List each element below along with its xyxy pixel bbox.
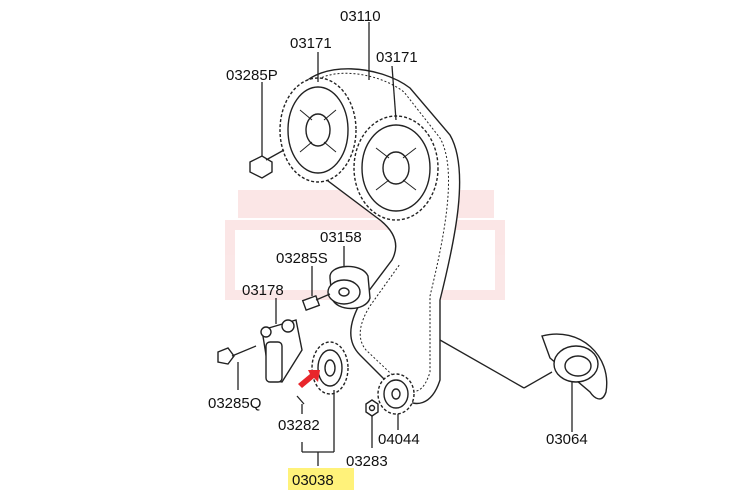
label-cover-plate: 03064: [546, 431, 588, 448]
tensioner-assembly: [260, 319, 303, 383]
leader-lines: [237, 22, 573, 466]
nut-icon: [365, 399, 379, 417]
red-arrow-icon: [298, 370, 320, 388]
cover-plate: [541, 333, 608, 400]
label-sprocket-left: 03171: [290, 35, 332, 52]
highlight-box: [288, 468, 354, 490]
bolt-icon: [217, 345, 257, 365]
bolt-icon: [249, 149, 285, 179]
label-tensioner: 03178: [242, 282, 284, 299]
label-nut: 03283: [346, 453, 388, 470]
label-sprocket-right: 03171: [376, 49, 418, 66]
idler-pulley: [327, 265, 371, 310]
crank-sprocket: [311, 341, 349, 395]
cam-sprocket-right: [353, 115, 439, 221]
label-key: 03282: [278, 417, 320, 434]
label-idler-bolt: 03285S: [276, 250, 328, 267]
cam-sprocket-left: [279, 77, 357, 183]
label-belt: 03110: [340, 8, 381, 25]
lower-idler-pulley: [377, 373, 415, 415]
label-lower-idler: 04044: [378, 431, 420, 448]
label-tensioner-bolt: 03285Q: [208, 395, 261, 412]
label-crank-sprocket: 03038: [292, 472, 334, 489]
label-bolt-top: 03285P: [226, 67, 278, 84]
woodruff-key: [296, 395, 305, 405]
label-idler: 03158: [320, 229, 362, 246]
bolt-icon: [301, 293, 331, 311]
